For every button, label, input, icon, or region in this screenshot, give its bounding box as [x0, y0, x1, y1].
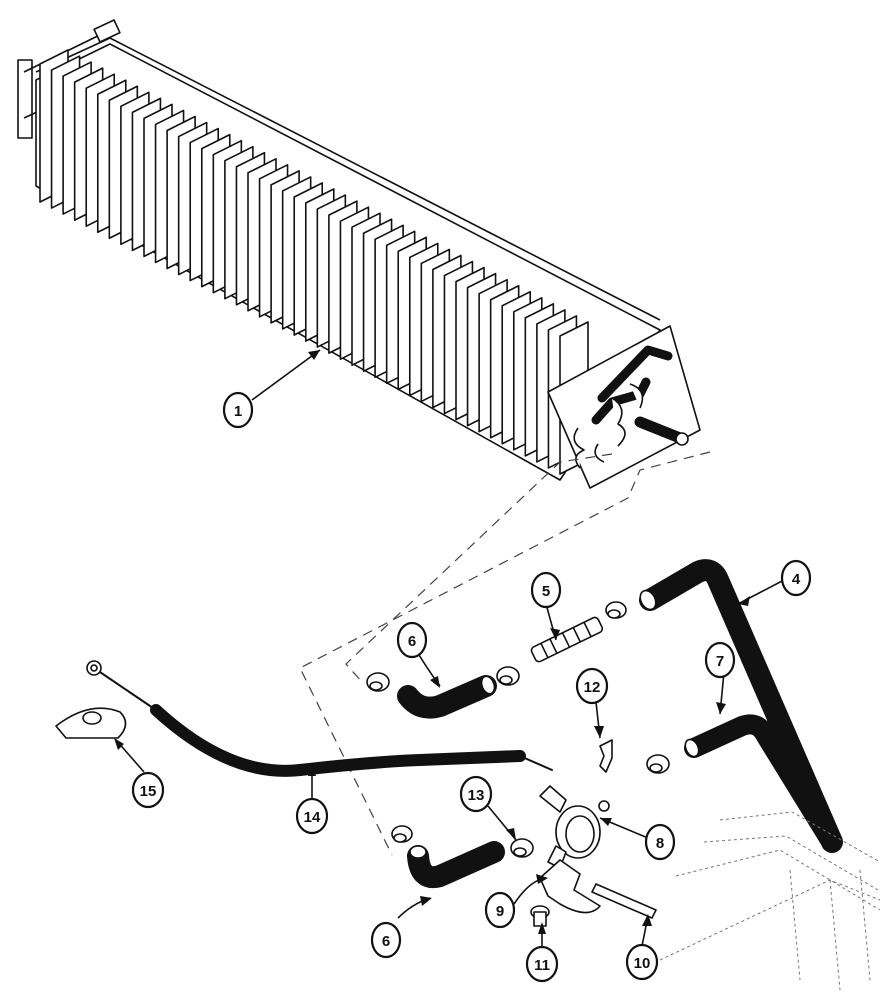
callout-8: 8	[644, 823, 676, 861]
cable-tie-10	[591, 883, 657, 919]
callout-label: 7	[716, 653, 724, 670]
coil-fins	[39, 49, 589, 475]
callout-label: 10	[634, 955, 651, 972]
callout-5: 5	[530, 571, 562, 609]
callout-11: 11	[525, 945, 559, 983]
callout-label: 8	[656, 835, 664, 852]
callout-14: 14	[295, 797, 329, 835]
callout-label: 5	[542, 583, 550, 600]
callout-15: 15	[131, 771, 165, 809]
coil-left-bracket	[17, 59, 33, 139]
callout-1: 1	[222, 391, 254, 429]
callout-label: 9	[496, 903, 504, 920]
bracket-9	[539, 859, 601, 914]
hose-clamp	[366, 672, 390, 692]
control-valve-8	[539, 785, 610, 869]
callout-6-lower: 6	[370, 921, 402, 959]
hose-clamp	[646, 754, 670, 774]
callout-9: 9	[484, 891, 516, 929]
callout-label: 15	[140, 783, 157, 800]
assembly-line-outer	[299, 451, 711, 856]
callout-7: 7	[704, 641, 736, 679]
callout-label: 12	[584, 679, 601, 696]
screw-11	[530, 905, 550, 927]
callout-label: 6	[408, 633, 416, 650]
hose-clamp	[496, 666, 520, 686]
callout-4: 4	[780, 559, 812, 597]
hose-clamp-13	[510, 838, 534, 858]
callout-label: 4	[792, 571, 801, 588]
callout-label: 1	[234, 403, 242, 420]
hose-7	[684, 714, 840, 850]
bracket-12	[599, 739, 613, 773]
callout-6-upper: 6	[396, 621, 428, 659]
hose-6-upper	[397, 675, 497, 719]
cabinet-outline	[659, 811, 881, 991]
evaporator-coil	[17, 19, 701, 489]
leader-lines	[114, 349, 785, 948]
hose-6-lower	[407, 841, 505, 888]
callout-12: 12	[575, 667, 609, 705]
callout-label: 11	[534, 957, 550, 974]
capillary-tube-14	[86, 660, 553, 777]
callout-10: 10	[625, 943, 659, 981]
callout-label: 13	[468, 787, 485, 804]
sensor-cover-15	[55, 707, 127, 739]
assembly-line-inner	[345, 453, 613, 683]
callout-13: 13	[459, 775, 493, 813]
callout-label: 14	[304, 809, 321, 826]
callout-label: 6	[382, 933, 390, 950]
hose-clamp	[605, 601, 627, 619]
drier-5	[530, 616, 604, 663]
hose-clamp	[391, 825, 413, 843]
